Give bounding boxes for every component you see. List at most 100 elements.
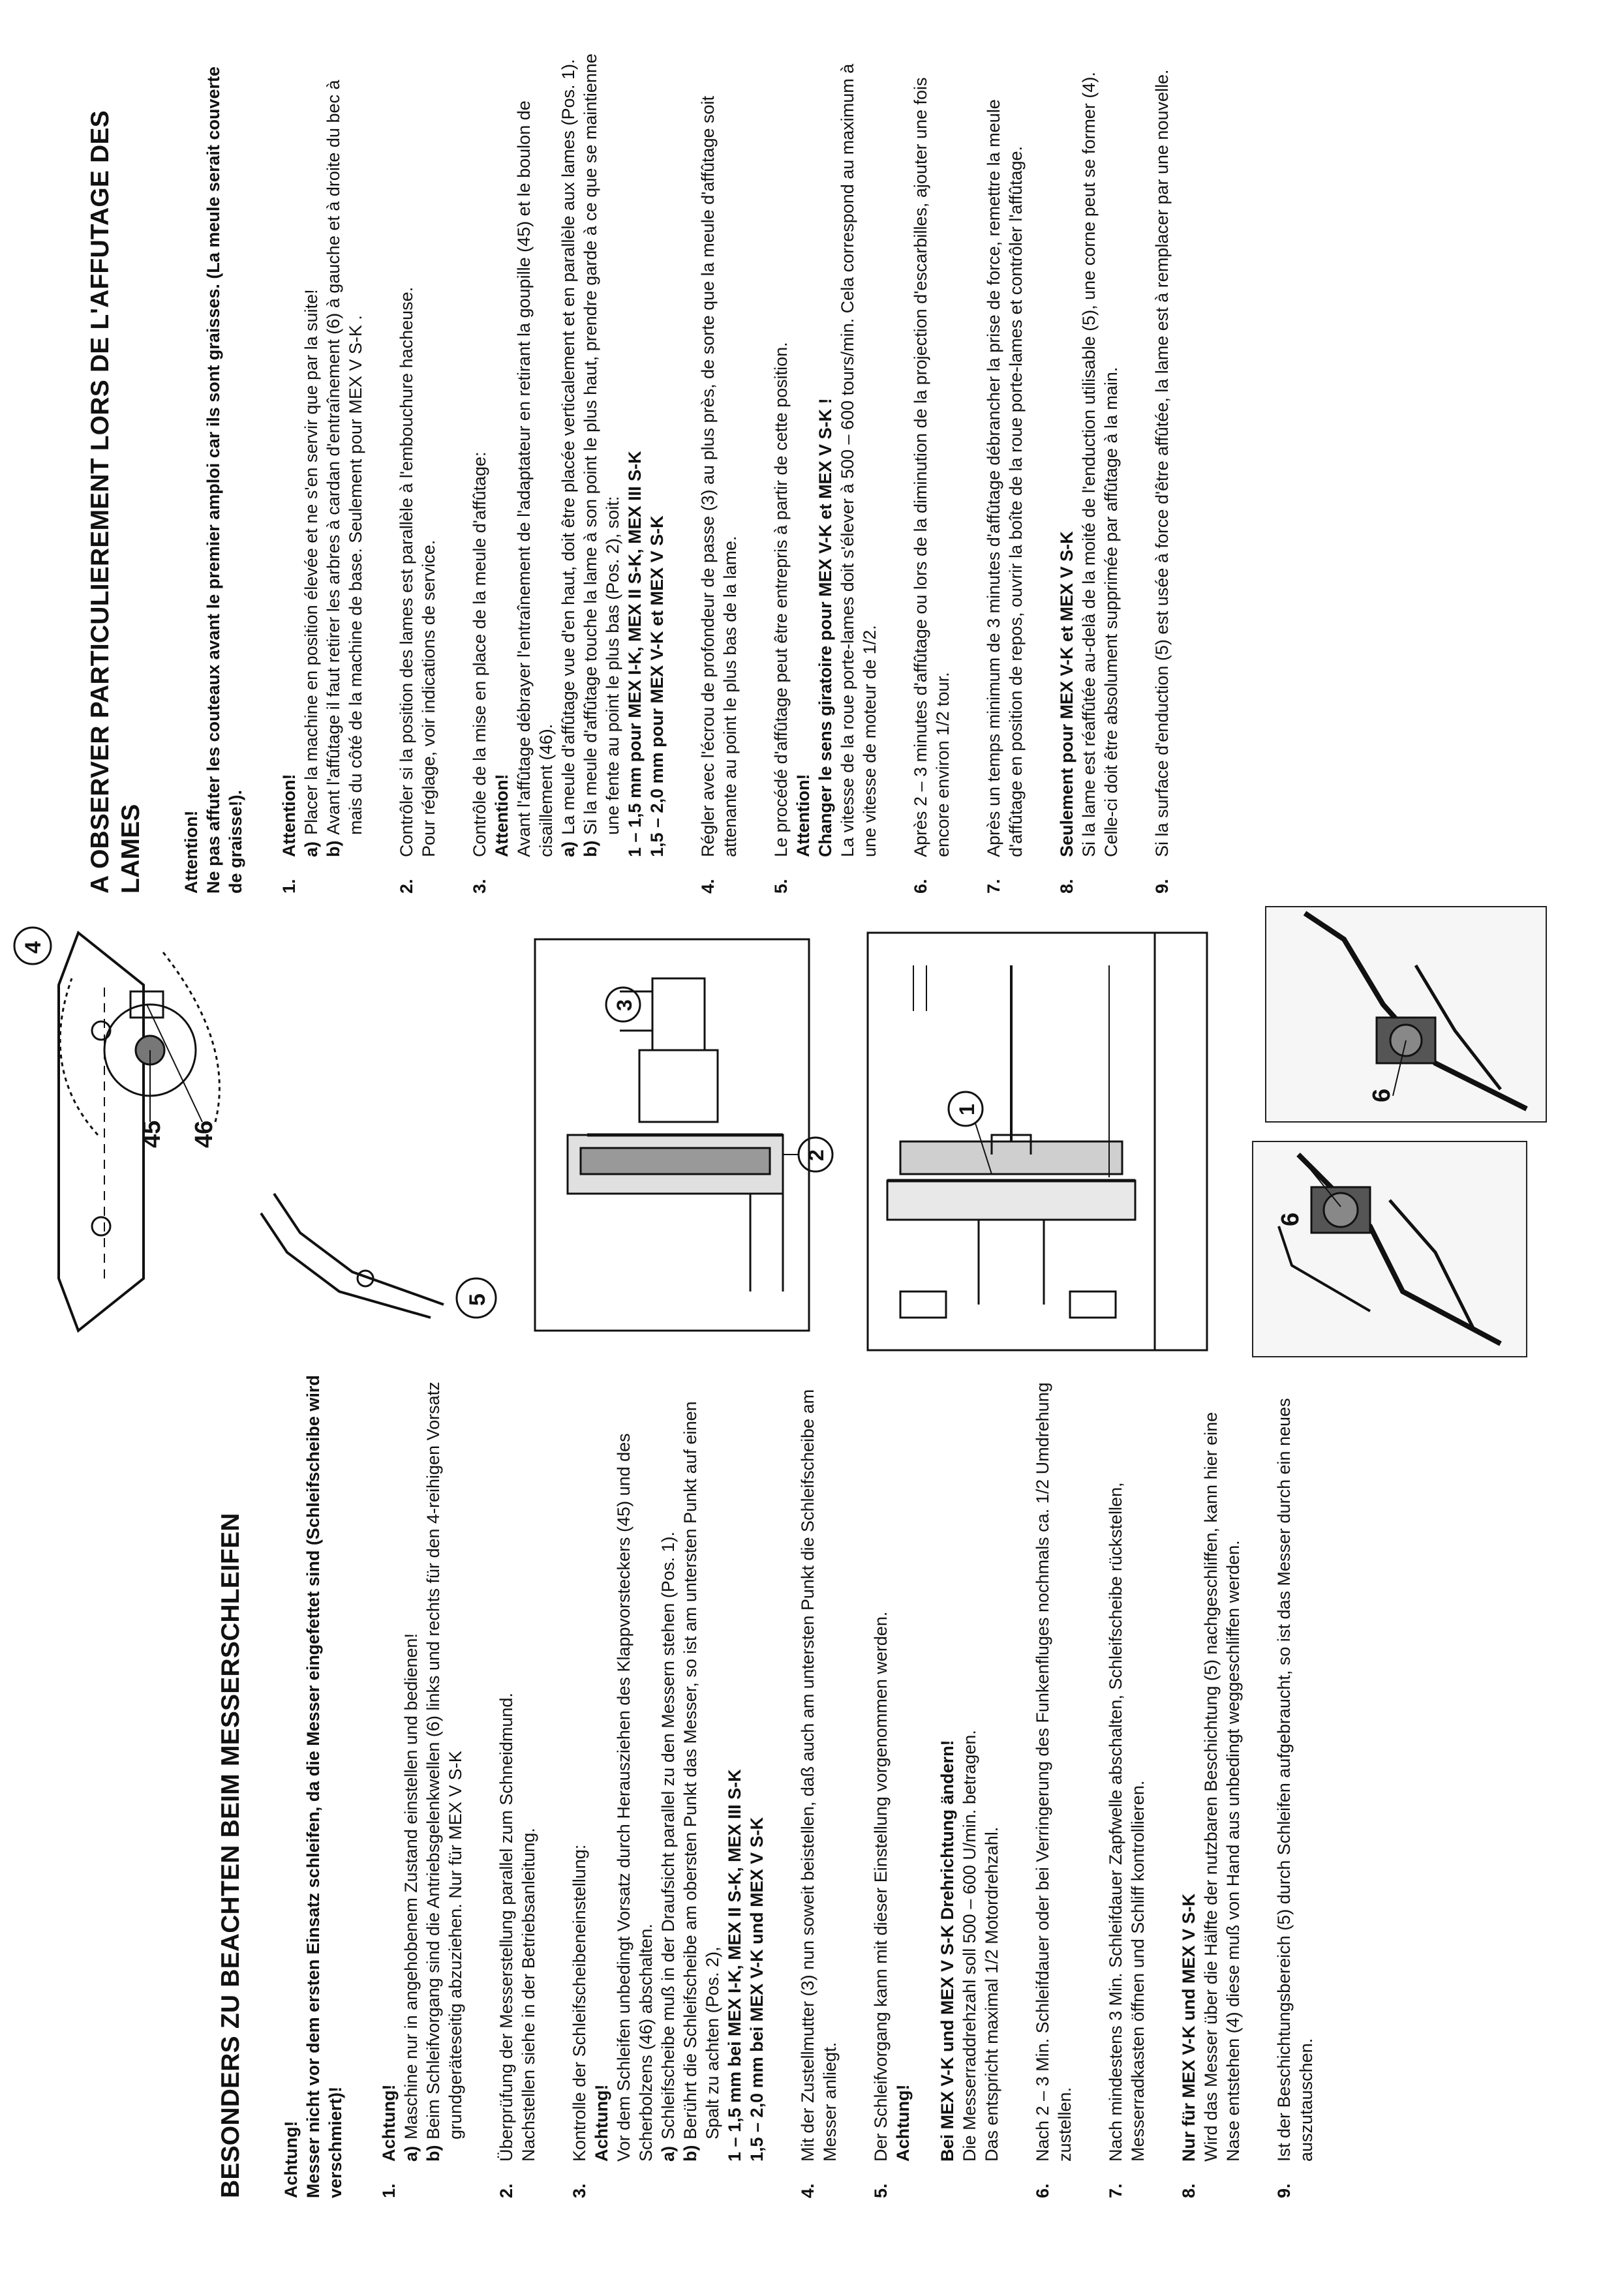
french-warning-body: Ne pas affuter les couteaux avant le pre… xyxy=(204,66,245,894)
diagram-knife-coating xyxy=(260,1192,497,1319)
item-letter: b) xyxy=(581,840,600,857)
step-number: 6. xyxy=(1033,2183,1052,2198)
label-pos-2: 2 xyxy=(804,1149,828,1161)
step-number: 4. xyxy=(798,2183,817,2198)
step-text: Changer le sens giratoire pour MEX V-K e… xyxy=(816,398,835,857)
step-head: Attention! xyxy=(492,774,511,857)
item-letter: b) xyxy=(680,2145,700,2162)
step-head: Achtung! xyxy=(592,2084,611,2162)
german-step-1: 1. Achtung! a) Maschine nur in angehobene… xyxy=(378,1370,466,2198)
step-text: Der Schleifvorgang kann mit dieser Einst… xyxy=(871,1611,891,2162)
french-step-4: 4. Régler avec l'écrou de profondeur de … xyxy=(697,46,741,894)
photo-drive-shaft-right xyxy=(1265,906,1547,1123)
diagram-pin-shear-bolt: 45 46 xyxy=(59,952,221,1148)
step-head: Attention! xyxy=(793,774,813,857)
french-warning-head: Attention! xyxy=(181,810,201,894)
item-text: Beim Schleifvorgang sind die Antriebsgel… xyxy=(423,1382,465,2139)
step-number: 3. xyxy=(570,2183,589,2198)
label-pos-1: 1 xyxy=(955,1104,979,1115)
label-6-right: 6 xyxy=(1368,1089,1396,1102)
step-text: Si la surface d'enduction (5) est usée à… xyxy=(1152,69,1172,858)
item-text: Maschine nur in angehobenem Zustand eins… xyxy=(401,1633,421,2139)
illustrations: 6 6 1 xyxy=(13,906,1547,1357)
step-text: Régler avec l'écrou de profondeur de pas… xyxy=(698,95,740,857)
german-step-9: 9. Ist der Beschichtungsbereich (5) durc… xyxy=(1273,1370,1317,2198)
german-warning-body: Messer nicht vor dem ersten Einsatz schl… xyxy=(303,1375,345,2198)
german-step-7: 7. Nach mindestens 3 Min. Schleifdauer Z… xyxy=(1105,1370,1149,2198)
step-number: 9. xyxy=(1274,2183,1294,2198)
step-text: Après 2 – 3 minutes d'affûtage ou lors d… xyxy=(911,77,953,857)
tolerance-value: 1 – 1,5 mm bei MEX I-K, MEX II S-K, MEX … xyxy=(725,1769,744,2162)
german-column: BESONDERS ZU BEACHTEN BEIM MESSERSCHLEIF… xyxy=(0,1370,1618,2198)
diagram-side-view-grinding-gap xyxy=(534,938,834,1332)
tolerance-value: 1,5 – 2,0 mm bei MEX V-K und MEX V S-K xyxy=(747,1817,767,2162)
item-letter: a) xyxy=(401,2145,421,2162)
step-text: Après un temps minimum de 3 minutes d'af… xyxy=(984,99,1026,857)
french-step-3: 3. Contrôle de la mise en place de la me… xyxy=(468,46,668,894)
german-step-2: 2. Überprüfung der Messerstellung parall… xyxy=(495,1370,540,2198)
step-number: 5. xyxy=(871,2183,891,2198)
step-text: Contrôler si la position des lames est p… xyxy=(397,286,416,857)
step-number: 2. xyxy=(496,2183,516,2198)
step-text: Le procédé d'affûtage peut être entrepri… xyxy=(771,342,791,857)
diagram-top-view-grinding-wheel xyxy=(866,931,1208,1352)
step-text: Die Messerraddrehzahl soll 500 – 600 U/m… xyxy=(960,1730,979,2162)
item-text: Placer la machine en position élevée et … xyxy=(301,289,321,835)
diagram-knife-nose xyxy=(13,926,145,1333)
item-text: Si la meule d'affûtage touche la lame à … xyxy=(581,53,622,835)
french-step-8: 8. Seulement pour MEX V-K et MEX V S-K S… xyxy=(1056,46,1122,894)
item-letter: a) xyxy=(558,841,578,857)
french-step-9: 9. Si la surface d'enduction (5) est usé… xyxy=(1151,46,1173,894)
step-head: Attention! xyxy=(279,774,299,857)
step-text: Si la lame est réaffûtée au-delà de la m… xyxy=(1079,72,1121,857)
label-adjust-nut-3: 3 xyxy=(613,999,636,1011)
label-nose-4: 4 xyxy=(21,941,46,954)
step-text: La vitesse de la roue porte-lames doit s… xyxy=(838,63,879,857)
french-step-2: 2. Contrôler si la position des lames es… xyxy=(395,46,440,894)
figures-column: 6 6 1 xyxy=(0,894,1618,1370)
label-pin-45: 45 xyxy=(138,1121,166,1148)
step-number: 7. xyxy=(1106,2183,1125,2198)
step-number: 8. xyxy=(1179,2183,1198,2198)
item-text: Berührt die Schleifscheibe am obersten P… xyxy=(680,1401,722,2139)
label-6-left: 6 xyxy=(1277,1213,1304,1226)
german-step-5: 5. Der Schleifvorgang kann mit dieser Ei… xyxy=(870,1370,1003,2198)
item-letter: a) xyxy=(658,2145,678,2162)
label-bolt-46: 46 xyxy=(191,1121,218,1148)
step-text: Pour réglage, voir indications de servic… xyxy=(419,539,438,857)
item-letter: b) xyxy=(423,2145,443,2162)
item-letter: a) xyxy=(301,841,321,857)
french-step-1: 1. Attention! a)Placer la machine en pos… xyxy=(278,46,367,894)
step-text: Vor dem Schleifen unbedingt Vorsatz durc… xyxy=(614,1433,656,2162)
item-text: Schleifscheibe muß in der Draufsicht par… xyxy=(658,1532,678,2139)
step-text: Mit der Zustellmutter (3) nun soweit bei… xyxy=(798,1389,840,2162)
french-step-5: 5. Le procédé d'affûtage peut être entre… xyxy=(770,46,881,894)
step-text: Nach mindestens 3 Min. Schleifdauer Zapf… xyxy=(1106,1482,1148,2162)
german-step-6: 6. Nach 2 – 3 Min. Schleifdauer oder bei… xyxy=(1031,1370,1076,2198)
step-text: Ist der Beschichtungsbereich (5) durch S… xyxy=(1274,1398,1316,2162)
step-number: 1. xyxy=(379,2183,399,2198)
step-text: Wird das Messer über die Hälfte der nutz… xyxy=(1201,1412,1243,2162)
item-text: La meule d'affûtage vue d'en haut, doit … xyxy=(558,59,578,835)
tolerance-value: 1,5 – 2,0 mm pour MEX V-K et MEX V S-K xyxy=(647,515,667,857)
french-step-7: 7. Après un temps minimum de 3 minutes d… xyxy=(983,46,1027,894)
french-step-6: 6. Après 2 – 3 minutes d'affûtage ou lor… xyxy=(909,46,954,894)
label-coating-5: 5 xyxy=(465,1293,490,1306)
step-text: Avant l'affûtage débrayer l'entraînement… xyxy=(514,100,556,857)
step-text: Nach 2 – 3 Min. Schleifdauer oder bei Ve… xyxy=(1033,1382,1075,2162)
german-warning: Achtung! Messer nicht vor dem ersten Ein… xyxy=(280,1370,346,2198)
step-head: Achtung! xyxy=(893,2084,913,2162)
item-letter: b) xyxy=(324,840,343,857)
french-title: A OBSERVER PARTICULIEREMENT LORS DE L'AF… xyxy=(86,110,145,894)
step-text: Kontrolle der Schleifscheibeneinstellung… xyxy=(570,1844,589,2162)
step-text: Überprüfung der Messerstellung parallel … xyxy=(496,1693,516,2162)
item-text: Avant l'affûtage il faut retirer les arb… xyxy=(324,80,365,835)
photo-drive-shaft-left xyxy=(1252,1141,1527,1357)
step-head: Achtung! xyxy=(379,2084,399,2162)
german-step-8: 8. Nur für MEX V-K und MEX V S-K Wird da… xyxy=(1178,1370,1244,2198)
step-text: Bei MEX V-K und MEX V S-K Drehrichtung ä… xyxy=(938,1740,957,2162)
step-text: Contrôle de la mise en place de la meule… xyxy=(470,451,489,857)
step-head: Nur für MEX V-K und MEX V S-K xyxy=(1179,1893,1198,2162)
french-column: A OBSERVER PARTICULIEREMENT LORS DE L'AF… xyxy=(0,46,1618,894)
